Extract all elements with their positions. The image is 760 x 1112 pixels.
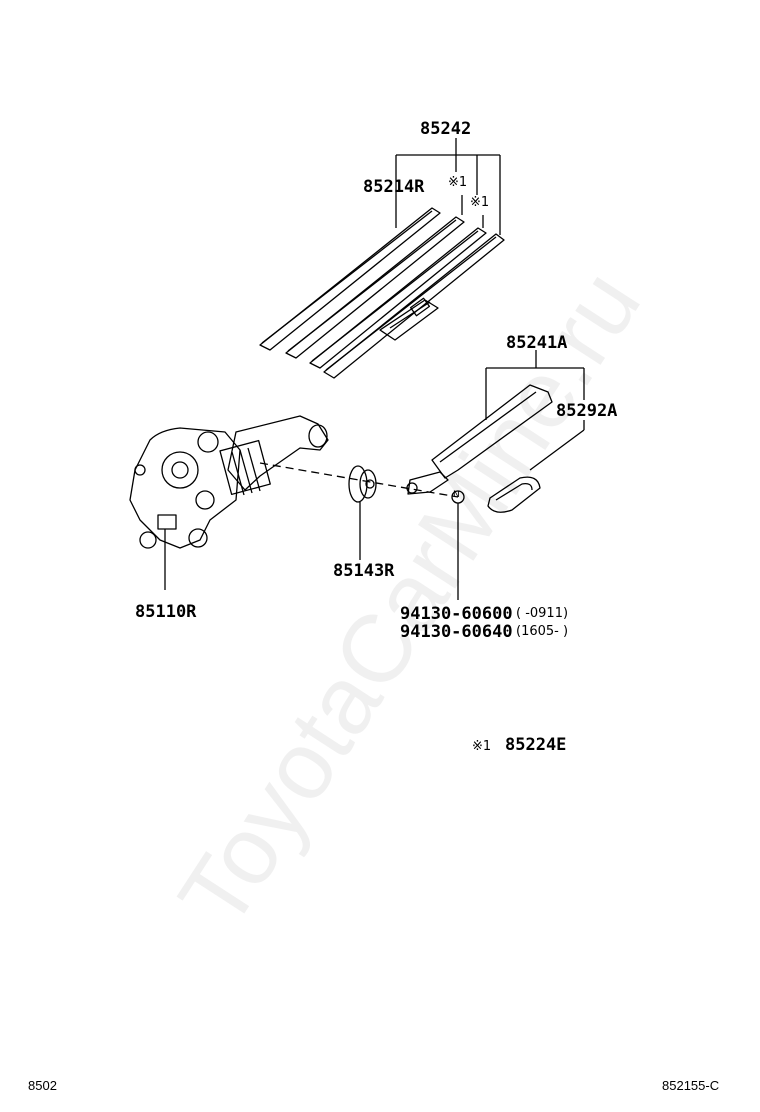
- blade-rubber-85214r: [259, 207, 441, 351]
- part-label-85143r: 85143R: [333, 561, 395, 581]
- range-label-1: ( -0911): [516, 606, 569, 621]
- range-label-2: (1605- ): [516, 624, 569, 639]
- wiper-blade-assy: [323, 233, 505, 379]
- part-label-94130-60640: 94130-60640: [400, 622, 513, 642]
- part-label-85241a: 85241A: [506, 333, 568, 353]
- nut-mark: N: [453, 490, 460, 500]
- part-label-94130-60600: 94130-60600: [400, 604, 513, 624]
- arm-cover-85292a: [487, 476, 541, 513]
- footer-right-code: 852155-C: [662, 1078, 720, 1093]
- part-label-85292a: 85292A: [556, 401, 618, 421]
- blade-strip-1: [285, 216, 465, 359]
- cap-85143r: [348, 465, 377, 560]
- note-mark-1a: ※1: [448, 175, 468, 190]
- part-label-85110r: 85110R: [135, 602, 197, 622]
- wiper-motor-85110r: [129, 415, 329, 590]
- nut-94130: [451, 490, 465, 600]
- note-mark-1b: ※1: [470, 195, 490, 210]
- leader-85242: [395, 138, 501, 235]
- part-label-85214r: 85214R: [363, 177, 425, 197]
- leader-85241a: [485, 350, 585, 471]
- legend-mark: ※1: [472, 739, 492, 754]
- wiper-arm-85241a: [406, 384, 553, 495]
- blade-strip-2: [309, 227, 487, 369]
- footer-left-code: 8502: [28, 1078, 57, 1093]
- part-label-85224e: 85224E: [505, 735, 567, 755]
- axis-dashed-line: [259, 462, 459, 498]
- part-label-85242: 85242: [420, 119, 472, 139]
